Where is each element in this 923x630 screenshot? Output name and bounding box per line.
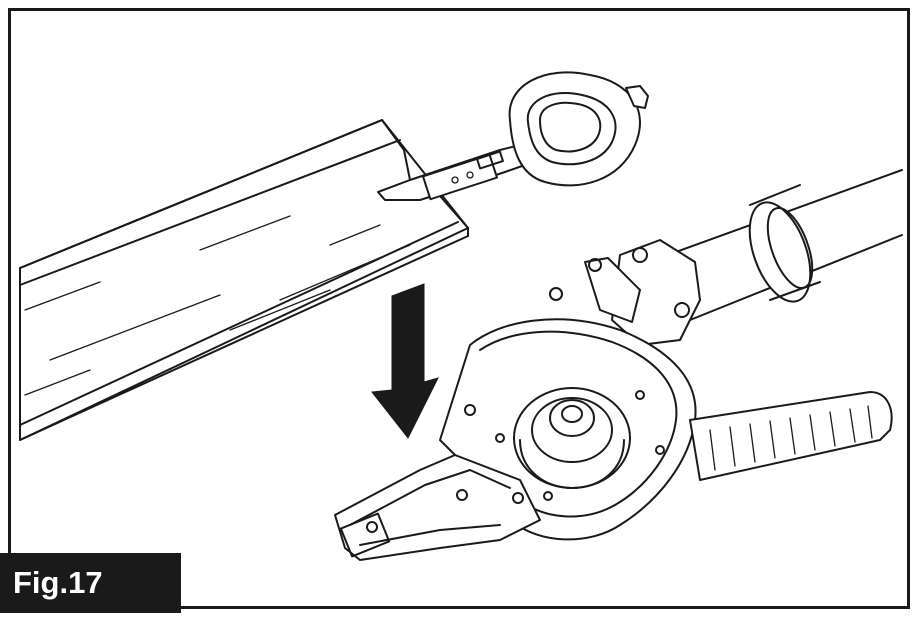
gear-housing [334, 239, 701, 561]
figure-label: Fig.17 [0, 553, 181, 613]
arrow-down-icon [371, 283, 439, 439]
shaft-tube [639, 169, 903, 321]
blade-assembly [19, 119, 469, 441]
handle-grip [689, 391, 893, 481]
wrench-tool [377, 71, 649, 201]
